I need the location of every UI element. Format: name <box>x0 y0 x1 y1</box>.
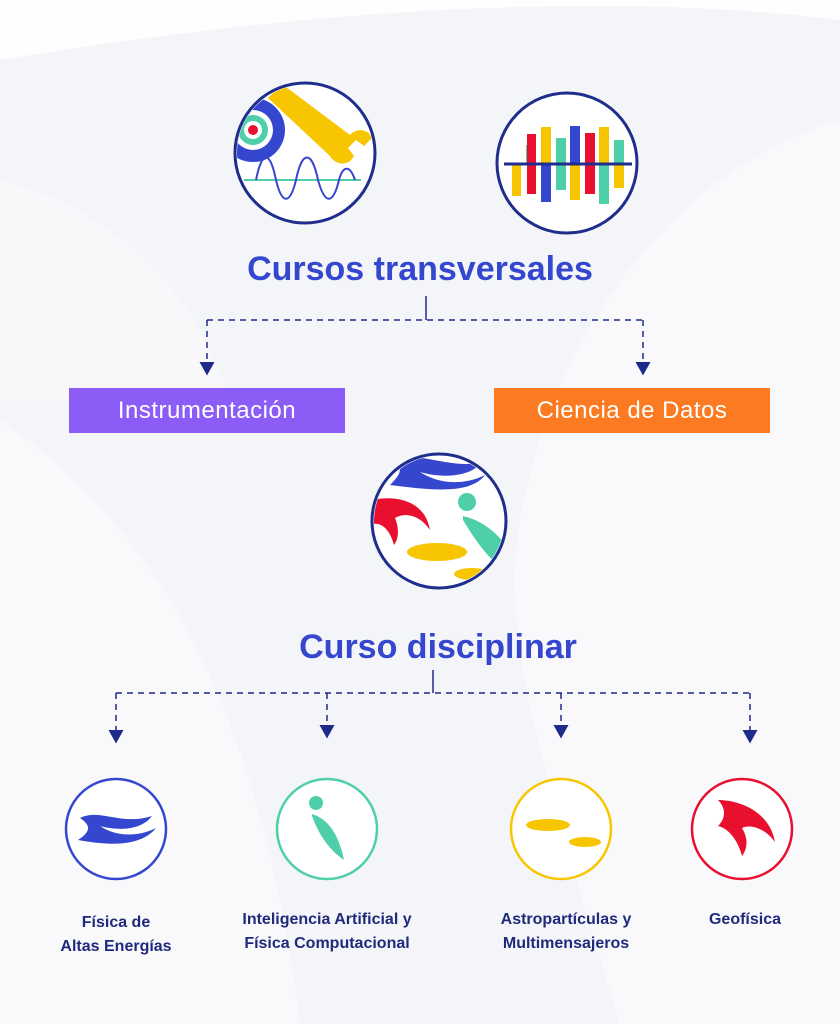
label-line: Física de <box>81 914 151 931</box>
ai-computational-physics-icon <box>275 777 379 881</box>
label-line: Geofísica <box>708 911 782 928</box>
disciplines-combined-icon <box>370 452 508 590</box>
transversal-title: Cursos transversales <box>247 250 593 288</box>
course-fisica-altas-energias[interactable]: Física de Altas Energías <box>6 911 226 959</box>
astroparticles-icon <box>509 777 613 881</box>
course-geofisica[interactable]: Geofísica <box>635 908 840 932</box>
course-ciencia-de-datos[interactable]: Ciencia de Datos <box>494 388 770 433</box>
disciplinar-connector <box>108 670 758 744</box>
label-line: Astropartículas y <box>500 911 632 928</box>
course-ia-fisica-computacional[interactable]: Inteligencia Artificial y Física Computa… <box>217 908 437 956</box>
bar-chart-icon <box>495 91 639 235</box>
label-line: Física Computacional <box>244 935 410 952</box>
geophysics-icon <box>690 777 794 881</box>
transversal-connector <box>199 296 651 376</box>
course-instrumentacion[interactable]: Instrumentación <box>69 388 345 433</box>
label-line: Inteligencia Artificial y <box>242 911 412 928</box>
disciplinar-title: Curso disciplinar <box>299 628 577 666</box>
label-line: Altas Energías <box>60 938 172 955</box>
gear-wrench-wave-icon <box>233 81 377 225</box>
high-energy-physics-icon <box>64 777 168 881</box>
label-line: Multimensajeros <box>502 935 630 952</box>
course-astroparticulas[interactable]: Astropartículas y Multimensajeros <box>456 908 676 956</box>
